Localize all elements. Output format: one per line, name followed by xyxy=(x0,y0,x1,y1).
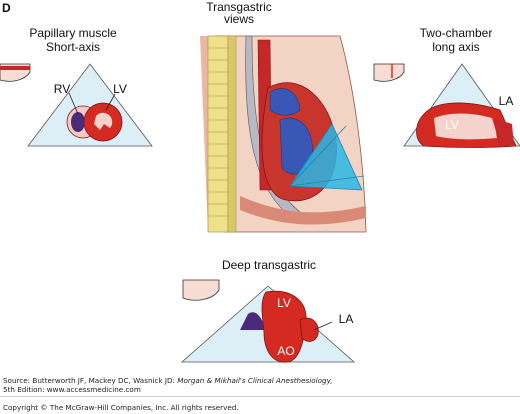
lv-two-chamber-label: LV xyxy=(445,118,459,132)
diaphragm xyxy=(240,196,366,225)
lv-deep xyxy=(261,290,307,363)
transgastric-title-line2: views xyxy=(223,12,254,26)
transgastric-anatomy-illustration xyxy=(200,35,367,233)
deep-transgastric-title: Deep transgastric xyxy=(221,258,317,272)
footer-divider xyxy=(0,396,520,397)
la-leader-line xyxy=(313,321,333,331)
transgastric-title-line1: Transgastric xyxy=(206,0,272,14)
lv-cavity-papillary xyxy=(94,112,113,130)
papillary-title-line2: Short-axis xyxy=(45,40,101,54)
edition-credit: 5th Edition: www.accessmedicine.com xyxy=(3,385,141,394)
copyright-line: Copyright © The McGraw-Hill Companies, I… xyxy=(3,403,239,412)
la-two-chamber-label: LA xyxy=(498,94,514,108)
beam-line-1 xyxy=(289,125,347,187)
la-deep-label: LA xyxy=(338,312,354,326)
two-chamber-title-line1: Two-chamber xyxy=(419,26,493,40)
book-title: Morgan & Mikhail's Clinical Anesthesiolo… xyxy=(177,376,333,385)
deep-transgastric-diagram xyxy=(180,279,356,363)
spine xyxy=(207,35,229,233)
rv-label: RV xyxy=(53,82,71,96)
superior-vena-cava xyxy=(269,88,301,116)
reference-slice-icon-bottom xyxy=(182,279,220,301)
source-credit: Source: Butterworth JF, Mackey DC, Wasni… xyxy=(3,376,333,385)
la-deep xyxy=(299,317,319,342)
panel-letter: D xyxy=(2,1,11,15)
papillary-short-axis-diagram xyxy=(0,63,153,147)
spinal-cord xyxy=(227,35,237,233)
lv-leader-line xyxy=(105,93,116,111)
two-chamber-long-axis-diagram xyxy=(373,63,520,148)
lv-short-axis-label: LV xyxy=(113,82,127,96)
papillary-title-line1: Papillary muscle xyxy=(29,26,117,40)
reference-slice-band xyxy=(0,66,30,70)
rv-leader-line xyxy=(68,92,79,115)
rv-cavity xyxy=(71,112,85,132)
ao-deep-label: AO xyxy=(277,344,295,358)
reference-slice-icon-right xyxy=(373,63,405,82)
two-chamber-title-line2: long axis xyxy=(432,40,480,54)
ultrasound-beam xyxy=(289,123,363,191)
la-two-chamber xyxy=(494,118,514,146)
lv-cavity-two-chamber xyxy=(434,113,498,140)
source-prefix: Source: Butterworth JF, Mackey DC, Wasni… xyxy=(3,376,175,385)
beam-line-2 xyxy=(289,175,365,187)
rv-deep xyxy=(240,312,266,330)
lv-deep-label: LV xyxy=(277,296,291,310)
